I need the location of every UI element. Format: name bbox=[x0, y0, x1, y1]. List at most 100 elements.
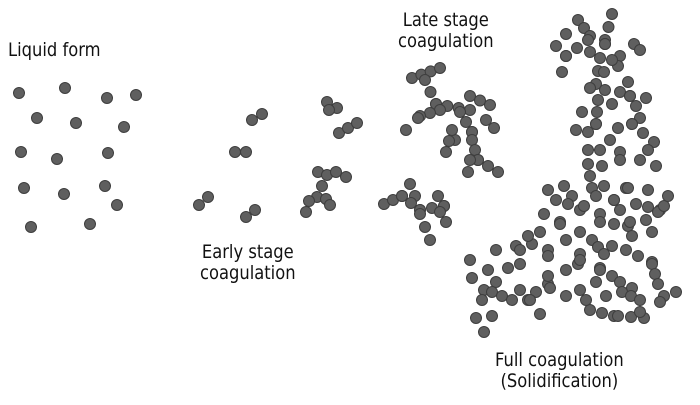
cluster-particle bbox=[194, 200, 205, 211]
late-stage-line1: Late stage bbox=[398, 10, 494, 31]
network-particle bbox=[647, 227, 658, 238]
cluster-particle bbox=[420, 222, 431, 233]
cluster-particle bbox=[470, 145, 481, 156]
network-particle bbox=[651, 161, 662, 172]
network-particle bbox=[479, 327, 490, 338]
network-particle bbox=[607, 9, 618, 20]
cluster-particle bbox=[493, 167, 504, 178]
network-particle bbox=[523, 231, 534, 242]
network-particle bbox=[613, 311, 624, 322]
full-coagulation-line1: Full coagulation bbox=[495, 350, 624, 371]
particle bbox=[26, 222, 37, 233]
network-particle bbox=[595, 265, 606, 276]
network-particle bbox=[561, 235, 572, 246]
network-particle bbox=[655, 297, 666, 308]
network-particle bbox=[638, 128, 649, 139]
cluster-particle bbox=[304, 196, 315, 207]
network-particle bbox=[551, 41, 562, 52]
network-particle bbox=[575, 227, 586, 238]
network-particle bbox=[643, 202, 654, 213]
network-particle bbox=[561, 29, 572, 40]
network-particle bbox=[467, 273, 478, 284]
network-particle bbox=[633, 251, 644, 262]
network-particle bbox=[599, 67, 610, 78]
particle bbox=[52, 154, 63, 165]
cluster-particle bbox=[483, 161, 494, 172]
network-particle bbox=[579, 201, 590, 212]
network-particle bbox=[635, 307, 646, 318]
network-particle bbox=[471, 313, 482, 324]
network-particle bbox=[561, 291, 572, 302]
cluster-particle bbox=[425, 87, 436, 98]
network-particle bbox=[557, 67, 568, 78]
network-particle bbox=[487, 287, 498, 298]
particle bbox=[32, 113, 43, 124]
cluster-particle bbox=[425, 235, 436, 246]
network-particle bbox=[585, 47, 596, 58]
cluster-particle bbox=[441, 217, 452, 228]
network-particle bbox=[585, 171, 596, 182]
particle bbox=[14, 88, 25, 99]
network-particle bbox=[507, 295, 518, 306]
network-particle bbox=[600, 85, 611, 96]
early-stage-label: Early stage coagulation bbox=[200, 242, 296, 284]
network-particle bbox=[595, 145, 606, 156]
liquid-form-label: Liquid form bbox=[8, 40, 101, 61]
network-particle bbox=[671, 287, 682, 298]
cluster-particle bbox=[317, 181, 328, 192]
early-stage-line2: coagulation bbox=[200, 263, 296, 284]
particle bbox=[71, 118, 82, 129]
network-particle bbox=[487, 311, 498, 322]
cluster-particle bbox=[203, 192, 214, 203]
cluster-particle bbox=[465, 155, 476, 166]
late-stage-label: Late stage coagulation bbox=[398, 10, 494, 52]
cluster-particle bbox=[401, 125, 412, 136]
network-particle bbox=[583, 145, 594, 156]
cluster-particle bbox=[465, 105, 476, 116]
network-particle bbox=[605, 135, 616, 146]
network-particle bbox=[623, 183, 634, 194]
network-particle bbox=[515, 245, 526, 256]
cluster-particle bbox=[435, 105, 446, 116]
network-particle bbox=[497, 291, 508, 302]
early-stage-clusters bbox=[194, 97, 363, 223]
cluster-particle bbox=[324, 105, 335, 116]
network-particle bbox=[581, 295, 592, 306]
network-particle bbox=[615, 277, 626, 288]
cluster-particle bbox=[247, 115, 258, 126]
full-coagulation-label: Full coagulation (Solidification) bbox=[495, 350, 624, 392]
network-particle bbox=[543, 271, 554, 282]
network-particle bbox=[635, 155, 646, 166]
cluster-particle bbox=[415, 209, 426, 220]
cluster-particle bbox=[413, 113, 424, 124]
particle bbox=[100, 181, 111, 192]
network-particle bbox=[641, 93, 652, 104]
network-particle bbox=[591, 191, 602, 202]
network-particle bbox=[585, 305, 596, 316]
network-particle bbox=[621, 245, 632, 256]
network-particle bbox=[583, 127, 594, 138]
particle bbox=[19, 183, 30, 194]
network-particle bbox=[483, 265, 494, 276]
network-particle bbox=[653, 279, 664, 290]
network-particle bbox=[607, 55, 618, 66]
particle bbox=[112, 200, 123, 211]
network-particle bbox=[543, 251, 554, 262]
network-particle bbox=[477, 295, 488, 306]
liquid-particles bbox=[14, 83, 142, 233]
network-particle bbox=[525, 295, 536, 306]
cluster-particle bbox=[463, 167, 474, 178]
particle bbox=[102, 93, 113, 104]
cluster-particle bbox=[406, 198, 417, 209]
network-particle bbox=[551, 195, 562, 206]
cluster-particle bbox=[485, 100, 496, 111]
cluster-particle bbox=[241, 147, 252, 158]
network-particle bbox=[585, 83, 596, 94]
network-particle bbox=[593, 95, 604, 106]
network-particle bbox=[631, 199, 642, 210]
cluster-particle bbox=[341, 172, 352, 183]
cluster-particle bbox=[465, 91, 476, 102]
network-particle bbox=[563, 199, 574, 210]
